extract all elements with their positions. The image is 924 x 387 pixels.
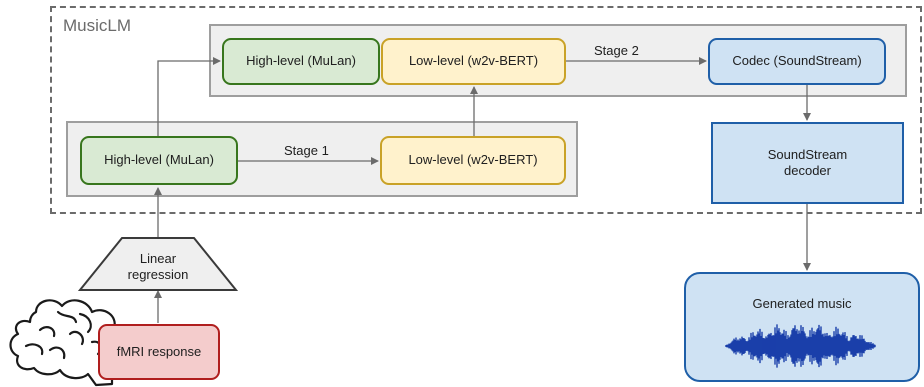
fmri-response-node: fMRI response [98, 324, 220, 380]
stage-two-edge-label: Stage 2 [594, 43, 639, 58]
linear-regression-trapezoid [77, 237, 239, 291]
stage-one-low-level-node: Low-level (w2v-BERT) [380, 136, 566, 185]
generated-music-label: Generated music [752, 296, 852, 311]
stage-one-high-level-node: High-level (MuLan) [80, 136, 238, 185]
musiclm-label: MusicLM [63, 16, 132, 35]
stage-two-low-level-node: Low-level (w2v-BERT) [381, 38, 566, 85]
generated-music-node: Generated music [684, 272, 920, 382]
codec-node: Codec (SoundStream) [708, 38, 886, 85]
linear-regression-label: Linear regression [127, 250, 189, 282]
mulan-up-arrow [157, 57, 221, 136]
stage-two-high-level-node: High-level (MuLan) [222, 38, 380, 85]
stage-one-edge-label: Stage 1 [284, 143, 329, 158]
audio-waveform-icon [725, 324, 876, 368]
soundstream-decoder-node: SoundStream decoder [711, 122, 904, 204]
musiclm-frame [50, 6, 922, 214]
